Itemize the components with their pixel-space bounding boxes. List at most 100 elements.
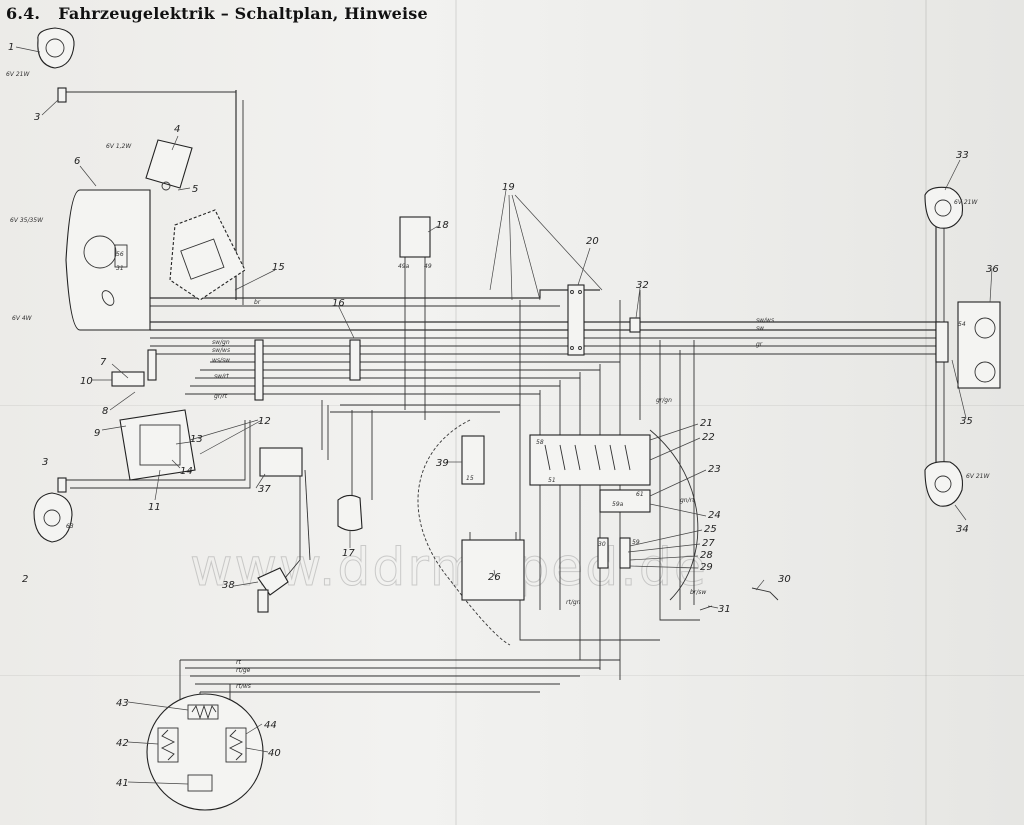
terminal-label: 61 <box>636 491 644 498</box>
callout-15: 15 <box>272 262 285 273</box>
ignition-coil <box>259 447 303 477</box>
terminal-label: 31 <box>116 265 124 272</box>
terminal-label: 63 <box>66 523 74 530</box>
terminal-label: 59 <box>632 539 640 546</box>
ground-30 <box>751 587 779 601</box>
alternator-stator <box>146 693 264 811</box>
sleeve-15 <box>254 339 264 401</box>
section-title: Fahrzeugelektrik – Schaltplan, Hinweise <box>58 4 428 23</box>
callout-2: 2 <box>22 574 28 585</box>
callout-1: 1 <box>8 42 14 53</box>
callout-35: 35 <box>960 416 973 427</box>
wire-code: sw/ws <box>756 317 774 324</box>
spec-indicator-front: 6V 21W <box>954 199 978 206</box>
callout-20: 20 <box>586 236 599 247</box>
wire-code: rt <box>236 659 241 666</box>
callout-6: 6 <box>74 156 80 167</box>
paper-fold-horizontal-2 <box>0 675 1024 676</box>
wire-code: rt/ws <box>236 683 251 690</box>
connector-7 <box>147 349 157 381</box>
connector-3-upper <box>57 87 67 103</box>
spec-tail-lamp: 6V 21W <box>6 71 30 78</box>
paper-fold-vertical <box>455 0 457 825</box>
callout-42: 42 <box>116 738 129 749</box>
callout-25: 25 <box>704 524 717 535</box>
wire-code: ws/sw <box>212 357 230 364</box>
connector-35 <box>935 321 949 363</box>
terminal-label: 51 <box>548 477 556 484</box>
paper-fold-right <box>925 0 927 825</box>
wire-code: br/sw <box>690 589 706 596</box>
callout-30: 30 <box>778 574 791 585</box>
callout-7: 7 <box>100 357 107 368</box>
section-number: 6.4. <box>6 4 41 23</box>
wire-code: sw/rt <box>214 373 230 380</box>
callout-18: 18 <box>436 220 449 231</box>
section-heading: 6.4. Fahrzeugelektrik – Schaltplan, Hinwe… <box>6 4 428 23</box>
spark-plug <box>257 567 289 613</box>
main-harness <box>62 90 945 720</box>
connector-32 <box>629 317 641 333</box>
callout-39: 39 <box>436 458 449 469</box>
callout-numbers: 1 2 3 3 4 5 6 7 8 9 10 11 12 13 14 15 16… <box>8 42 999 789</box>
callout-11: 11 <box>148 502 161 513</box>
callout-3-lower: 3 <box>42 457 48 468</box>
wire-code: br <box>254 299 261 306</box>
callout-27: 27 <box>702 538 715 549</box>
callout-38: 38 <box>222 580 235 591</box>
sleeve-16 <box>349 339 361 381</box>
wire-code: rt/gn <box>566 599 581 606</box>
callout-19: 19 <box>502 182 515 193</box>
charging-coil-group <box>597 537 631 569</box>
spec-labels: 6V 21W 6V 1,2W 6V 35/35W 6V 4W 6V 21W 6V… <box>6 71 990 480</box>
callout-16: 16 <box>332 298 345 309</box>
callout-5: 5 <box>192 184 198 195</box>
spec-indicator-rear: 6V 21W <box>966 473 990 480</box>
callout-24: 24 <box>708 510 721 521</box>
callout-32: 32 <box>636 280 649 291</box>
relay-23 <box>599 489 651 513</box>
wire-code: sw/ws <box>212 347 230 354</box>
indicator-lamp-cluster <box>957 301 1001 389</box>
wire-code: gn/rt <box>680 497 695 504</box>
wire-code: sw/gn <box>212 339 230 346</box>
wire-code: rt/ge <box>236 667 251 674</box>
callout-10: 10 <box>80 376 93 387</box>
spec-parking-lamp: 6V 4W <box>12 315 33 322</box>
connector-3-lower <box>57 477 67 493</box>
callout-leaders <box>15 46 993 785</box>
callout-12: 12 <box>258 416 271 427</box>
speedometer-lamp <box>145 139 193 191</box>
spec-headlamp: 6V 35/35W <box>10 217 44 224</box>
callout-36: 36 <box>986 264 999 275</box>
wire-code: gr/rt <box>214 393 228 400</box>
callout-21: 21 <box>700 418 713 429</box>
wire-code: sw <box>756 325 764 332</box>
battery <box>461 532 525 601</box>
paper-fold-horizontal <box>0 405 1024 406</box>
callout-9: 9 <box>94 428 100 439</box>
indicator-front <box>924 186 964 229</box>
indicator-rear <box>924 461 964 507</box>
callout-4: 4 <box>174 124 180 135</box>
callout-33: 33 <box>956 150 969 161</box>
callout-13: 13 <box>190 434 203 445</box>
callout-26: 26 <box>488 572 501 583</box>
terminal-labels: 58 56 31 54 30 15 61 59 59a 51 63 49a 49 <box>66 251 966 548</box>
fuse-box <box>567 284 585 356</box>
terminal-label: 30 <box>598 541 606 548</box>
callout-23: 23 <box>708 464 721 475</box>
wire-code: gr/gn <box>656 397 672 404</box>
callout-14: 14 <box>180 466 193 477</box>
callout-40: 40 <box>268 748 281 759</box>
rear-lamp <box>33 492 73 543</box>
connector-10 <box>111 371 145 387</box>
ignition-switch <box>119 409 196 481</box>
terminal-label: 49 <box>424 263 432 270</box>
spec-speedo-lamp: 6V 1,2W <box>106 143 132 150</box>
horn <box>337 494 363 532</box>
callout-34: 34 <box>956 524 969 535</box>
callout-37: 37 <box>258 484 271 495</box>
callout-22: 22 <box>702 432 715 443</box>
